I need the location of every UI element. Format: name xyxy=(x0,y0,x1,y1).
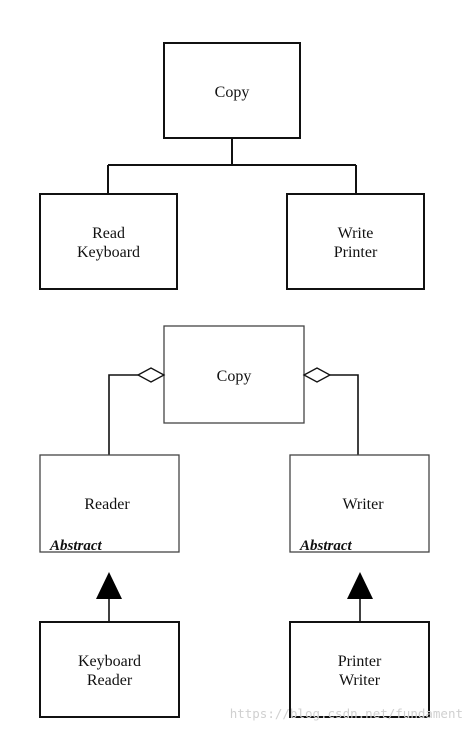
bottom-diagram: Copy Reader Abstract Writer Abstract Key… xyxy=(39,325,430,718)
top-copy-box xyxy=(163,42,301,139)
printer-writer-label-line2: Writer xyxy=(339,672,381,689)
read-keyboard-box xyxy=(39,193,178,290)
bottom-copy-box xyxy=(163,325,305,424)
bottom-copy-label: Copy xyxy=(217,368,252,385)
write-printer-label-line1: Write xyxy=(338,225,374,242)
top-copy-label: Copy xyxy=(215,84,250,101)
writer-inheritance-arrow-icon xyxy=(347,572,373,599)
printer-writer-box xyxy=(289,621,430,718)
reader-inheritance-arrow-icon xyxy=(96,572,122,599)
top-diagram: Copy Read Keyboard Write Printer xyxy=(39,42,425,290)
read-keyboard-label-line1: Read xyxy=(92,225,125,242)
write-printer-label-line2: Printer xyxy=(334,244,378,261)
writer-abstract-label: Writer xyxy=(342,496,384,513)
top-tree-connector xyxy=(107,138,357,194)
read-keyboard-label-line2: Keyboard xyxy=(77,244,140,261)
reader-abstract-box xyxy=(39,454,180,553)
keyboard-reader-box xyxy=(39,621,180,718)
writer-aggregation-diamond-icon xyxy=(302,367,332,383)
printer-writer-label-line1: Printer xyxy=(338,653,382,670)
copy-writer-aggregation-line xyxy=(330,374,359,455)
keyboard-reader-label-line2: Reader xyxy=(87,672,133,689)
writer-abstract-box xyxy=(289,454,430,553)
copy-reader-aggregation-line xyxy=(108,374,138,455)
keyboard-reader-label-line1: Keyboard xyxy=(78,653,141,670)
writer-abstract-tag: Abstract xyxy=(299,538,353,554)
reader-aggregation-diamond-icon xyxy=(136,367,166,383)
reader-abstract-tag: Abstract xyxy=(49,538,103,554)
reader-abstract-label: Reader xyxy=(84,496,130,513)
watermark-text: https://blog.csdn.net/fundament xyxy=(230,706,463,721)
write-printer-box xyxy=(286,193,425,290)
